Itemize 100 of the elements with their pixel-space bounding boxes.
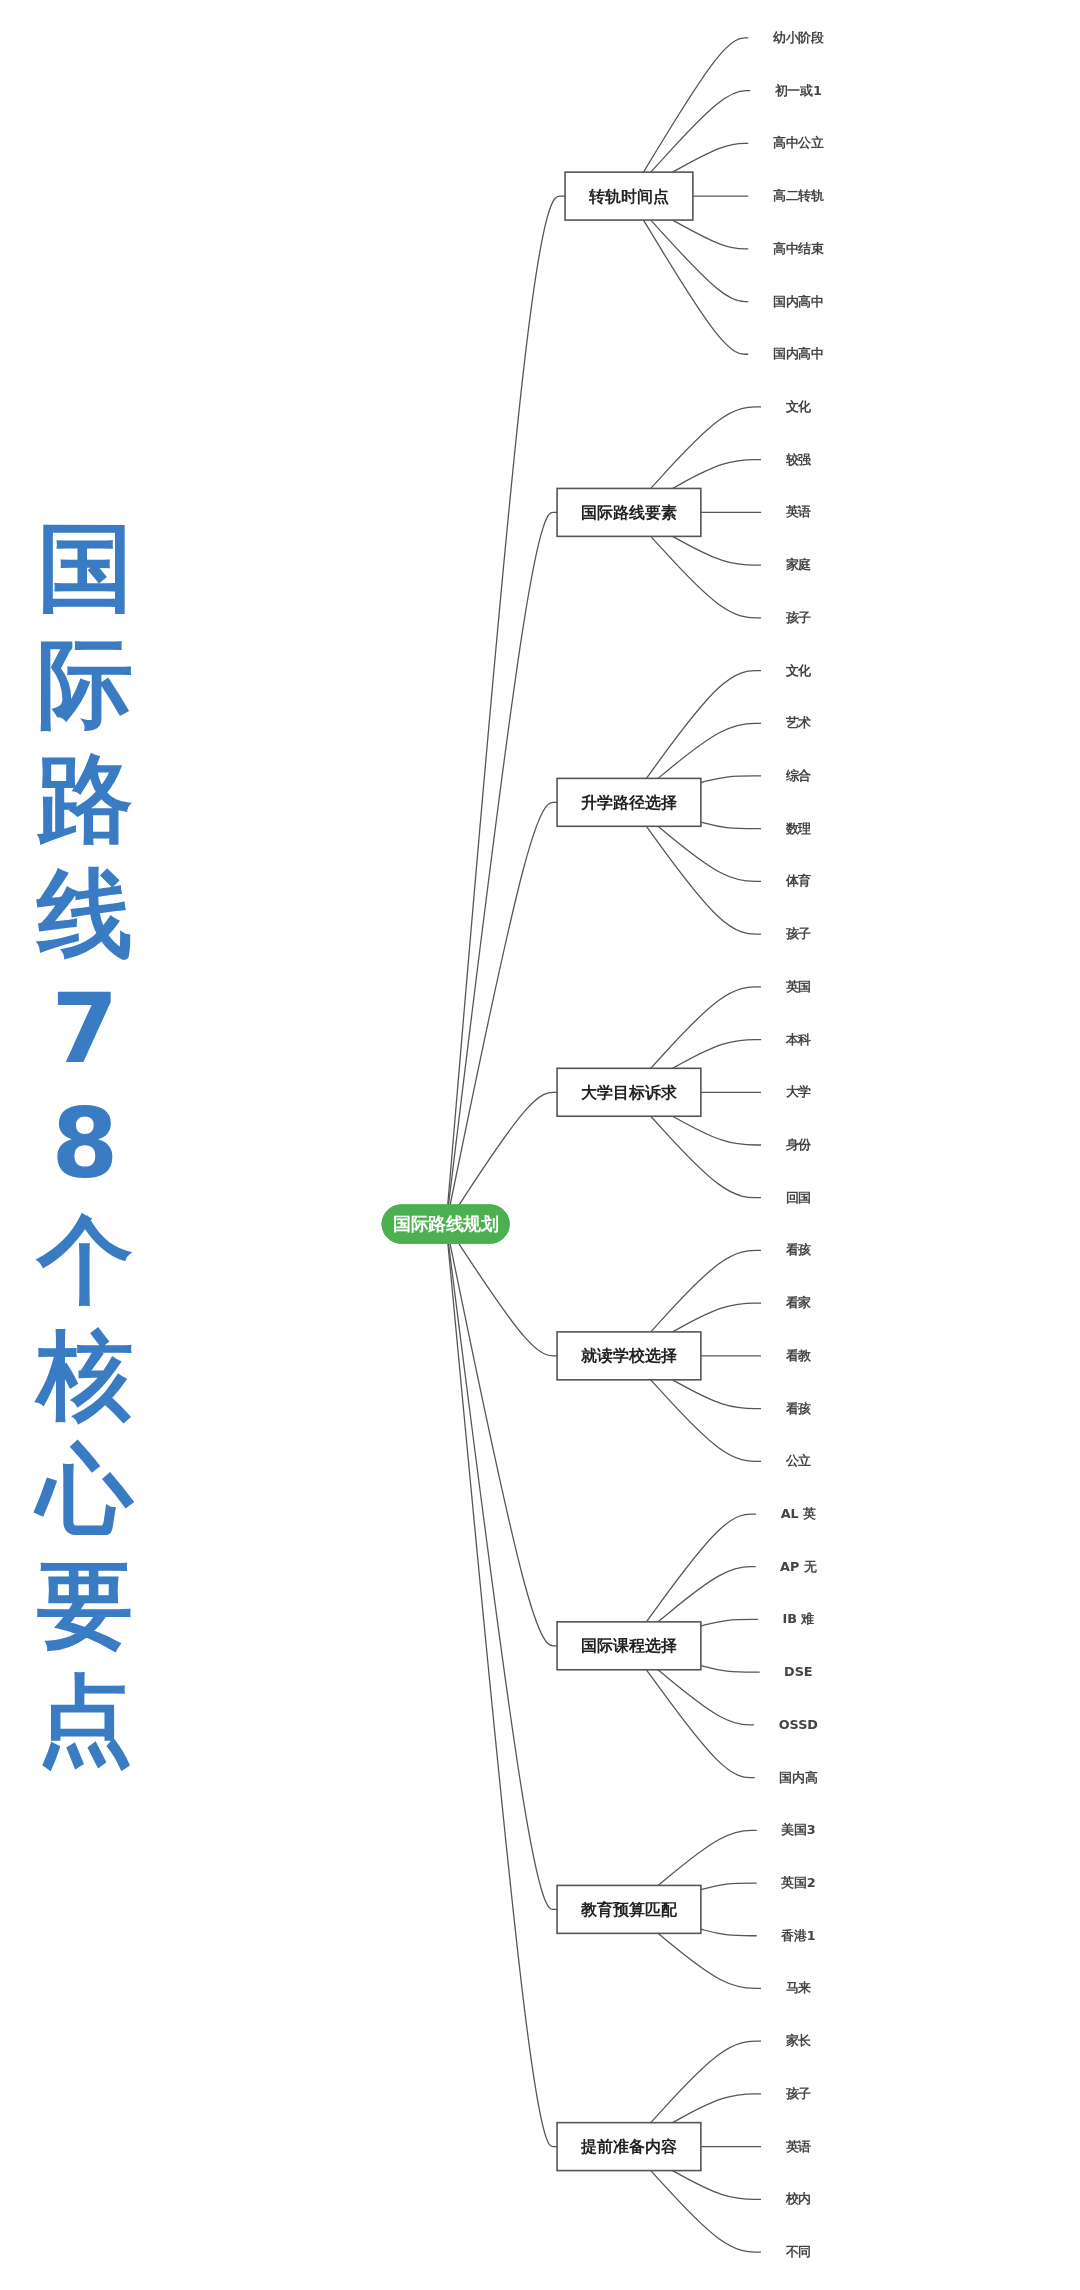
connector <box>700 1618 760 1627</box>
connector <box>671 1302 763 1333</box>
node-text: 国内高中 <box>772 346 824 362</box>
connector <box>700 2145 763 2148</box>
node-text: 艺术 <box>785 715 812 731</box>
node-text: 英国 <box>785 978 812 995</box>
connector <box>700 1091 763 1093</box>
connector <box>700 1355 763 1357</box>
connector <box>657 722 763 779</box>
connector <box>642 219 750 355</box>
node-text: 美国3 <box>781 1822 816 1838</box>
connector <box>645 1669 756 1779</box>
node-text: 孩子 <box>785 609 812 626</box>
connector <box>650 219 750 303</box>
node-text: 不同 <box>785 2244 812 2260</box>
connector <box>700 1882 758 1891</box>
node-text: DSE <box>784 1664 813 1680</box>
node-text: 看孩 <box>785 1400 812 1416</box>
connector <box>447 195 566 1206</box>
node-text: 马来 <box>785 1980 812 1996</box>
node-text: 大学 <box>785 1084 812 1100</box>
connector <box>449 801 558 1206</box>
node-text: 校内 <box>785 2191 812 2207</box>
connector <box>671 459 763 490</box>
connector <box>650 90 752 173</box>
connector <box>458 1243 558 1357</box>
node-text: 体育 <box>785 873 812 889</box>
node-text: 香港1 <box>781 1927 816 1943</box>
connector <box>671 2169 763 2200</box>
node-text: OSSD <box>778 1716 818 1733</box>
connector <box>657 1669 756 1726</box>
connector <box>645 1513 758 1623</box>
connector <box>657 825 763 883</box>
connector <box>447 1243 558 1911</box>
node-box: 国际课程选择 <box>556 1621 702 1671</box>
connector <box>671 1115 763 1146</box>
node-text: 文化 <box>785 398 812 415</box>
node-text: 回国 <box>785 1189 812 1205</box>
node-text: 孩子 <box>785 2085 812 2102</box>
node-text: 本科 <box>785 1031 812 1047</box>
connector <box>671 2093 763 2124</box>
connector <box>650 1379 763 1462</box>
node-box: 就读学校选择 <box>556 1331 702 1381</box>
node-text: 较强 <box>785 451 812 467</box>
connector <box>671 1379 763 1410</box>
connector <box>700 1928 758 1937</box>
connector <box>700 775 763 784</box>
connector <box>650 2169 763 2253</box>
node-text: 国内高 <box>779 1769 818 1785</box>
connector <box>657 1566 757 1623</box>
connector <box>650 1249 763 1333</box>
connector <box>447 511 558 1206</box>
node-text: 家庭 <box>785 557 812 573</box>
connector <box>700 1664 761 1673</box>
node-text: 看家 <box>785 1295 812 1311</box>
node-text: 数理 <box>785 820 812 836</box>
connector <box>671 1038 763 1069</box>
node-text: 幼小阶段 <box>772 29 824 46</box>
node-text: 英语 <box>785 504 812 520</box>
node-box: 教育预算匹配 <box>556 1884 702 1935</box>
node-text: 公立 <box>785 1453 812 1469</box>
connector <box>700 511 763 514</box>
connector <box>650 1115 763 1199</box>
connector <box>650 406 763 490</box>
node-text: 看教 <box>785 1347 812 1364</box>
connector <box>657 1932 763 1990</box>
node-text: AL 英 <box>780 1506 816 1522</box>
title: 国际路线 78个核心要点 <box>20 511 150 1779</box>
node-text: 英国2 <box>781 1875 816 1891</box>
node-text: IB 难 <box>782 1611 815 1627</box>
node-box: 提前准备内容 <box>556 2121 702 2172</box>
connector <box>447 1243 558 2148</box>
connector <box>650 2040 763 2124</box>
node-box: 国际路线要素 <box>556 487 702 538</box>
node-text: 高二转轨 <box>772 188 824 204</box>
node-text: 家长 <box>785 2033 812 2049</box>
node-box: 大学目标诉求 <box>556 1067 702 1118</box>
node-text: AP 无 <box>780 1558 817 1574</box>
connector <box>671 219 750 250</box>
node-text: 英语 <box>785 2138 812 2154</box>
connector <box>657 1829 758 1887</box>
node-text: 身份 <box>785 1137 812 1153</box>
connector <box>458 1091 558 1206</box>
connector <box>642 37 750 173</box>
node-text: 孩子 <box>785 926 812 942</box>
connector <box>671 535 763 566</box>
node-text: 国内高中 <box>772 293 824 309</box>
node-text: 高中结束 <box>772 240 824 257</box>
node-text: 高中公立 <box>772 135 824 151</box>
node-text: 文化 <box>785 662 812 678</box>
connector <box>645 825 763 935</box>
connector <box>645 669 763 779</box>
node-box: 升学路径选择 <box>556 777 702 828</box>
node-text: 综合 <box>785 768 812 784</box>
node-text: 看孩 <box>785 1242 812 1258</box>
connector <box>692 195 750 197</box>
connector <box>671 142 750 173</box>
connector <box>650 535 763 619</box>
connector <box>700 821 763 830</box>
node-text: 初一或1 <box>774 82 822 98</box>
